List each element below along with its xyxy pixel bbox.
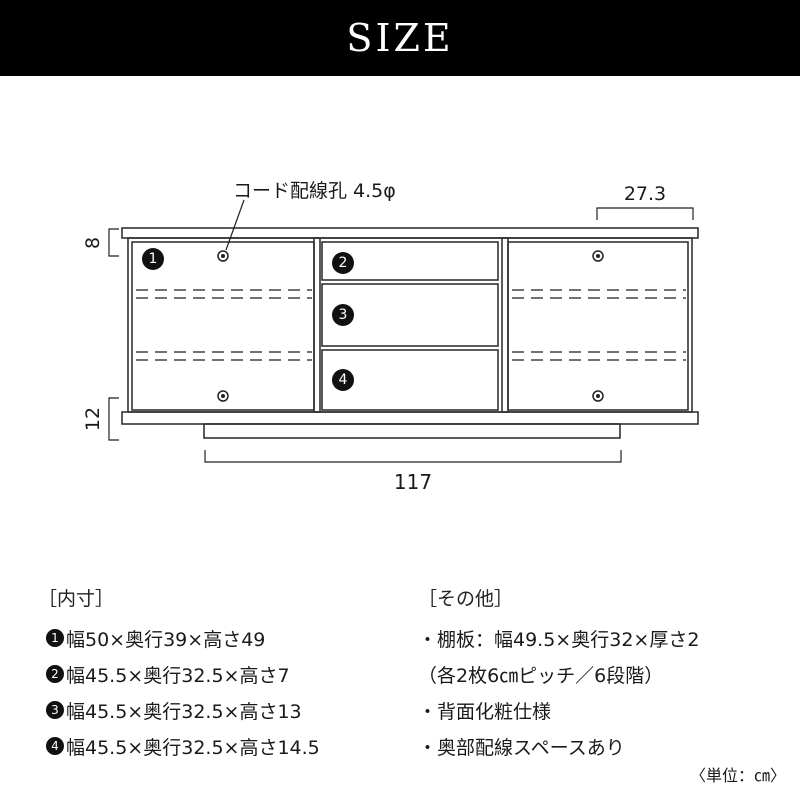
plinth	[203, 423, 621, 439]
dim-top-left: 8	[82, 237, 104, 249]
right-compartment	[507, 241, 689, 411]
inner-dimensions-title: ［内寸］	[38, 588, 115, 610]
cabinet-body	[127, 237, 693, 413]
page-title: SIZE	[346, 16, 454, 60]
other-row: ・奥部配線スペースあり	[418, 728, 699, 764]
dim-bracket-top	[596, 207, 694, 220]
cord-hole-label: コード配線孔 4.5φ	[233, 180, 396, 202]
badge-3: 3	[332, 304, 354, 326]
row-text: 幅50×奥行39×高さ49	[66, 628, 266, 651]
row-text: ・背面化粧仕様	[418, 700, 552, 723]
header-bar: SIZE	[0, 0, 800, 76]
badge-4: 4	[332, 369, 354, 391]
row-text: ・棚板：幅49.5×奥行32×厚さ2	[418, 628, 700, 651]
other-title: ［その他］	[418, 588, 514, 610]
drawer-3	[321, 283, 499, 347]
cord-hole-icon	[592, 390, 604, 402]
row-badge: 3	[46, 701, 64, 719]
badge-2: 2	[332, 252, 354, 274]
other-section: ［その他］ ・棚板：幅49.5×奥行32×厚さ2 （各2枚6㎝ピッチ／6段階） …	[418, 584, 699, 764]
center-divider-left	[313, 237, 321, 413]
row-text: 幅45.5×奥行32.5×高さ13	[66, 700, 302, 723]
dim-top-right: 27.3	[624, 183, 666, 205]
unit-note: 〈単位：㎝〉	[689, 766, 786, 785]
dim-bracket-bottom	[204, 450, 622, 463]
row-badge: 4	[46, 737, 64, 755]
row-badge: 2	[46, 665, 64, 683]
dim-width: 117	[394, 470, 432, 494]
bottom-board	[121, 411, 699, 425]
dim-bottom-left: 12	[82, 407, 104, 431]
furniture-diagram: コード配線孔 4.5φ 27.3 8 12 117	[82, 180, 699, 494]
row-text: 幅45.5×奥行32.5×高さ14.5	[66, 736, 320, 759]
cord-hole-icon	[217, 390, 229, 402]
top-board	[121, 227, 699, 239]
row-text: （各2枚6㎝ピッチ／6段階）	[418, 664, 664, 687]
dim-bracket-left-top	[108, 228, 119, 257]
other-row: （各2枚6㎝ピッチ／6段階）	[418, 656, 699, 692]
drawer-2	[321, 241, 499, 281]
cord-hole-icon	[217, 250, 229, 262]
row-text: ・奥部配線スペースあり	[418, 736, 625, 759]
other-row: ・背面化粧仕様	[418, 692, 699, 728]
row-badge: 1	[46, 629, 64, 647]
row-text: 幅45.5×奥行32.5×高さ7	[66, 664, 290, 687]
center-divider-right	[501, 237, 509, 413]
other-row: ・棚板：幅49.5×奥行32×厚さ2	[418, 620, 699, 656]
badge-1: 1	[142, 248, 164, 270]
drawer-4	[321, 349, 499, 411]
cord-leader-line	[225, 199, 245, 251]
cord-hole-icon	[592, 250, 604, 262]
dim-bracket-left-bottom	[108, 397, 119, 441]
